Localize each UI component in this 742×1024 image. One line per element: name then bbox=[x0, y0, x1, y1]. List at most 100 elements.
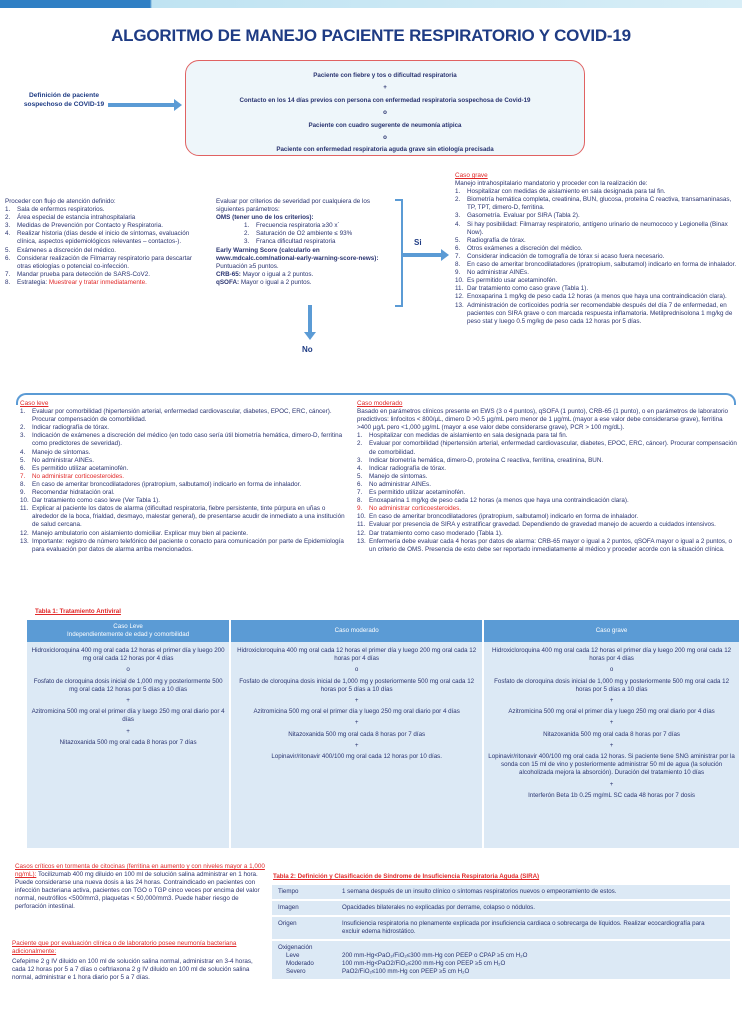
item-number: 5. bbox=[455, 236, 461, 244]
item-text: Recomendar hidratación oral. bbox=[32, 489, 115, 497]
moderado-intro: Basado en parámetros clínicos presente e… bbox=[357, 408, 729, 432]
item-text: En caso de ameritar broncodilatadores (i… bbox=[369, 513, 639, 521]
item-text: No administrar AINEs. bbox=[369, 480, 431, 488]
item-text: Es permitido utilizar acetaminofén. bbox=[32, 464, 129, 472]
item-number: 2. bbox=[5, 214, 11, 222]
item-text: Dar tratamiento como caso leve (Ver Tabl… bbox=[32, 497, 160, 505]
pneumonia-title: Paciente que por evaluación clínica o de… bbox=[12, 940, 237, 956]
list-item: 13.Administración de corticoides podría … bbox=[455, 302, 740, 326]
criteria-line: Paciente con enfermedad respiratoria agu… bbox=[276, 146, 494, 154]
item-number: 6. bbox=[357, 480, 363, 488]
list-item: 1.Hospitalizar con medidas de aislamient… bbox=[455, 188, 740, 196]
item-text: En caso de ameritar broncodilatadores (i… bbox=[32, 480, 302, 488]
treatment-line: Fosfato de cloroquina dosis inicial de 1… bbox=[494, 677, 730, 693]
treatment-line: Nitazoxanida 500 mg oral cada 8 horas po… bbox=[543, 730, 680, 738]
list-item: 12.Dar tratamiento como caso moderado (T… bbox=[357, 530, 737, 538]
item-text: No administrar AINEs. bbox=[467, 269, 529, 277]
item-number: 3. bbox=[357, 456, 363, 464]
moderado-section: Caso moderado Basado en parámetros clíni… bbox=[357, 400, 737, 554]
item-number: 13. bbox=[455, 301, 464, 309]
crb-title: CRB-65: bbox=[216, 270, 241, 278]
item-number: 8. bbox=[20, 480, 26, 488]
list-item: 2.Indicar radiografía de tórax. bbox=[20, 424, 352, 432]
item-text: Área especial de estancia intrahospitala… bbox=[17, 214, 136, 222]
item-number: 4. bbox=[20, 448, 26, 456]
list-item: 4.Realizar historia (días desde el inici… bbox=[5, 230, 205, 246]
item-text: Manejo de síntomas. bbox=[369, 472, 428, 480]
item-number: 7. bbox=[357, 489, 363, 497]
list-item: 3. Gasometría. Evaluar por SIRA (Tabla 2)… bbox=[455, 212, 740, 220]
item-text: Biometría hemática completa, creatinina,… bbox=[467, 196, 732, 212]
list-item: 3.Indicar biometría hemática, dimero-D, … bbox=[357, 457, 737, 465]
item-number: 8. bbox=[357, 497, 363, 505]
treatment-line: + bbox=[126, 697, 130, 705]
list-item: 9.No administrar corticoesteroides. bbox=[357, 505, 737, 513]
criteria-line: Paciente con fiebre y tos o dificultad r… bbox=[313, 72, 457, 79]
item-text: Gasometría. Evaluar por SIRA (Tabla 2). bbox=[467, 212, 580, 220]
item-text: Franca dificultad respiratoria bbox=[256, 238, 336, 246]
item-number: 2. bbox=[455, 196, 461, 204]
list-item: 10.Es permitido usar acetaminofén. bbox=[455, 277, 740, 285]
leve-title: Caso leve bbox=[20, 400, 49, 407]
pneumonia-section: Paciente que por evaluación clínica o de… bbox=[12, 940, 268, 982]
item-number: 1. bbox=[5, 206, 11, 214]
item-text: Considerar indicación de tomografía de t… bbox=[467, 252, 665, 260]
level-label: Leve bbox=[286, 952, 300, 959]
list-item: 8.Estrategia: Muestrear y tratar inmedia… bbox=[5, 279, 205, 287]
leve-list: 1.Evaluar por comorbilidad (hipertensión… bbox=[20, 408, 352, 554]
item-text: No administrar AINEs. bbox=[32, 456, 94, 464]
grave-title: Caso grave bbox=[455, 172, 488, 179]
yes-label: Si bbox=[414, 238, 422, 247]
brace-icon bbox=[16, 393, 736, 405]
treatment-line: + bbox=[354, 697, 359, 705]
item-number: 3. bbox=[5, 222, 11, 230]
item-text: Frecuencia respiratoria ≥30 x´ bbox=[256, 222, 340, 230]
treatment-line: Azitromicina 500 mg oral el primer día y… bbox=[253, 708, 460, 716]
list-item: 8.Enoxaparina 1 mg/kg de peso cada 12 ho… bbox=[357, 497, 737, 505]
item-text: Dar tratamiento como caso moderado (Tabl… bbox=[369, 529, 503, 537]
list-item: 6.Otros exámenes a discreción del médico… bbox=[455, 245, 740, 253]
list-item: 4.Indicar radiografía de tórax. bbox=[357, 465, 737, 473]
header-line: Caso grave bbox=[595, 626, 628, 634]
row-label: Imagen bbox=[272, 901, 336, 915]
list-item: 2.Evaluar por comorbilidad (hipertensión… bbox=[357, 440, 737, 456]
list-item: 9.Recomendar hidratación oral. bbox=[20, 489, 352, 497]
item-text: Hospitalizar con medidas de aislamiento … bbox=[369, 432, 568, 440]
item-number: 1. bbox=[20, 408, 26, 416]
leve-section: Caso leve 1.Evaluar por comorbilidad (hi… bbox=[20, 400, 352, 554]
item-text: Otros exámenes a discreción del médico. bbox=[467, 244, 583, 252]
list-item: 8.En caso de ameritar broncodilatadores … bbox=[455, 261, 740, 269]
strategy-value: Muestrear y tratar inmediatamente. bbox=[48, 278, 147, 286]
item-number: 5. bbox=[20, 456, 26, 464]
item-number: 13. bbox=[20, 537, 29, 545]
item-number: 3. bbox=[455, 212, 461, 220]
treatment-line: Hidroxicloroquina 400 mg oral cada 12 ho… bbox=[237, 647, 477, 663]
crb-value: Mayor o igual a 2 puntos. bbox=[240, 270, 314, 278]
treatment-line: Fosfato de cloroquina dosis inicial de 1… bbox=[239, 677, 475, 693]
criteria-line: Paciente con cuadro sugerente de neumoní… bbox=[308, 121, 462, 129]
list-item: 12.Enoxaparina 1 mg/kg de peso cada 12 h… bbox=[455, 293, 740, 301]
treatment-line: Lopinavir/ritonavir 400/100 mg oral cada… bbox=[488, 753, 735, 777]
list-item: 5.Radiografía de tórax. bbox=[455, 237, 740, 245]
criteria-line: + bbox=[383, 84, 387, 92]
item-number: 5. bbox=[357, 472, 363, 480]
treatment-line: Azitromicina 500 mg oral el primer día y… bbox=[508, 708, 715, 716]
list-item: 9.No administrar AINEs. bbox=[455, 269, 740, 277]
level-value: PaO2/FiO₂≤100 mm-Hg con PEEP ≥5 cm H₂O bbox=[342, 968, 470, 975]
table-cell: Hidroxicloroquina 400 mg oral cada 12 ho… bbox=[231, 642, 483, 848]
row-value: Insuficiencia respiratoria no plenamente… bbox=[336, 917, 730, 939]
list-item: 7.Mandar prueba para detección de SARS-C… bbox=[5, 271, 205, 279]
table-cell: Hidroxicloroquina 400 mg oral cada 12 ho… bbox=[484, 642, 739, 848]
row-value: 200 mm-Hg<PaO₂/FiO₂≤300 mm-Hg con PEEP o… bbox=[336, 941, 730, 979]
item-text: Enfermería debe evaluar cada 4 horas por… bbox=[369, 537, 732, 553]
list-item: 13.Enfermería debe evaluar cada 4 horas … bbox=[357, 538, 737, 554]
item-number: 5. bbox=[5, 246, 11, 254]
item-number: 8. bbox=[5, 278, 11, 286]
item-number: 13. bbox=[357, 537, 366, 545]
list-item: 3.Indicación de exámenes a discreción de… bbox=[20, 432, 352, 448]
